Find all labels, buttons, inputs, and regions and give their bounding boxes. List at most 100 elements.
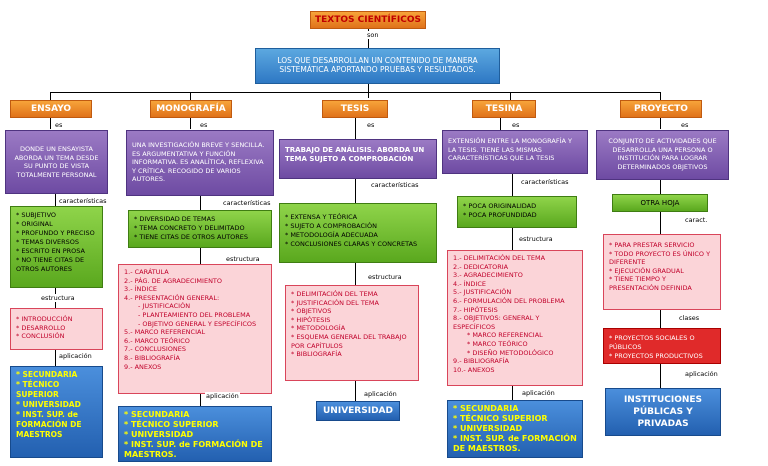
ensayo-es: es <box>54 121 64 129</box>
list-item: * METODOLOGÍA <box>291 324 346 333</box>
list-item: 9.- ANEXOS <box>124 362 162 371</box>
list-item: 5.- JUSTIFICACIÓN <box>453 288 512 297</box>
list-item: - JUSTIFICACIÓN <box>138 302 191 311</box>
list-item: * SECUNDARIA <box>124 410 190 419</box>
list-item: * PROYECTOS SOCIALES O PÚBLICOS <box>609 334 695 351</box>
monografia-es: es <box>199 121 209 129</box>
monografia-header: MONOGRAFÍA <box>150 100 232 118</box>
list-item: - OBJETIVO GENERAL Y ESPECÍFICOS <box>138 319 257 328</box>
list-item: * SUJETO A COMPROBACIÓN <box>285 222 377 230</box>
list-item: * POCA ORIGINALIDAD <box>463 202 537 210</box>
list-item: * SUBJETIVO <box>16 211 57 219</box>
list-item: * INST. SUP. de FORMACIÓN DE MAESTROS <box>16 410 82 439</box>
tesis-es: es <box>366 121 376 129</box>
list-item: * DIVERSIDAD DE TEMAS <box>134 215 216 223</box>
list-item: * UNIVERSIDAD <box>124 430 194 439</box>
list-item: * DISEÑO METODOLÓGICO <box>467 348 554 357</box>
list-item: * SECUNDARIA <box>453 404 519 413</box>
list-item: * PROFUNDO Y PRECISO <box>16 229 95 237</box>
proyecto-header: PROYECTO <box>620 100 702 118</box>
list-item: 5.- MARCO REFERENCIAL <box>124 328 206 337</box>
list-item: * TIENE TIEMPO Y PRESENTACIÓN DEFINIDA <box>609 275 692 292</box>
list-item: 6.- FORMULACIÓN DEL PROBLEMA <box>453 296 565 305</box>
list-item: * INTRODUCCIÓN <box>16 315 73 323</box>
monografia-estructura-connector: estructura <box>225 255 261 263</box>
ensayo-header: ENSAYO <box>10 100 92 118</box>
list-item: 4.- ÍNDICE <box>453 279 486 288</box>
list-item: * TÉCNICO SUPERIOR <box>124 420 219 429</box>
proyecto-es: es <box>680 121 690 129</box>
ensayo-estructura: * INTRODUCCIÓN* DESARROLLO* CONCLUSIÓN <box>10 308 103 350</box>
tesina-estructura-connector: estructura <box>518 235 554 243</box>
definition-box: LOS QUE DESARROLLAN UN CONTENIDO DE MANE… <box>255 48 500 84</box>
list-item: * METODOLOGÍA ADECUADA <box>285 231 378 239</box>
monografia-caracteristicas: * DIVERSIDAD DE TEMAS* TEMA CONCRETO Y D… <box>128 210 272 248</box>
list-item: * UNIVERSIDAD <box>16 400 81 409</box>
list-item: * TODO PROYECTO ES ÚNICO Y DIFERENTE <box>609 249 711 267</box>
list-item: - PLANTEAMIENTO DEL PROBLEMA <box>138 310 251 319</box>
ensayo-aplicacion: * SECUNDARIA* TÉCNICO SUPERIOR* UNIVERSI… <box>10 366 103 458</box>
ensayo-definition: DONDE UN ENSAYISTA ABORDA UN TEMA DESDE … <box>5 130 108 194</box>
list-item: * TÉCNICO SUPERIOR <box>16 380 60 399</box>
list-item: 9.- BIBLIOGRAFÍA <box>453 357 509 366</box>
list-item: * CONCLUSIONES CLARAS Y CONCRETAS <box>285 240 418 248</box>
list-item: * DESARROLLO <box>16 323 66 332</box>
list-item: * TEMA CONCRETO Y DELIMITADO <box>134 224 245 232</box>
ensayo-estructura-connector: estructura <box>40 294 76 302</box>
list-item: * EJECUCIÓN GRADUAL <box>609 266 684 275</box>
list-item: * PROYECTOS PRODUCTIVOS <box>609 352 703 360</box>
tesina-caracteristicas: * POCA ORIGINALIDAD* POCA PROFUNDIDAD <box>457 196 577 228</box>
list-item: * SECUNDARIA <box>16 370 78 379</box>
tesis-caract-connector: características <box>370 181 420 189</box>
list-item: * JUSTIFICACIÓN DEL TEMA <box>291 298 379 307</box>
proyecto-clases: * PROYECTOS SOCIALES O PÚBLICOS* PROYECT… <box>603 328 721 364</box>
list-item: * BIBLIOGRAFÍA <box>291 350 342 359</box>
list-item: 7.- CONCLUSIONES <box>124 345 186 354</box>
proyecto-aplicacion: INSTITUCIONES PÚBLICAS Y PRIVADAS <box>605 388 721 436</box>
tesina-header: TESINA <box>472 100 536 118</box>
tesina-definition: EXTENSIÓN ENTRE LA MONOGRAFÍA Y LA TESIS… <box>442 130 588 174</box>
list-item: * PARA PRESTAR SERVICIO <box>609 241 695 249</box>
list-item: * CONCLUSIÓN <box>16 332 65 341</box>
list-item: * NO TIENE CITAS DE OTROS AUTORES <box>16 256 85 273</box>
list-item: * INST. SUP. de FORMACIÓN DE MAESTROS. <box>453 434 577 453</box>
list-item: 8.- BIBLIOGRAFÍA <box>124 353 180 362</box>
tesis-aplicacion: UNIVERSIDAD <box>316 401 400 421</box>
tesis-aplicacion-connector: aplicación <box>363 390 398 398</box>
proyecto-caract-connector: caract. <box>684 216 709 224</box>
list-item: 6.- MARCO TEÓRICO <box>124 336 190 345</box>
list-item: * ESQUEMA GENERAL DEL TRABAJO POR CAPÍTU… <box>291 332 407 350</box>
list-item: * OBJETIVOS <box>291 307 332 316</box>
list-item: 3.- ÍNDICE <box>124 285 157 294</box>
list-item: * POCA PROFUNDIDAD <box>463 211 537 219</box>
list-item: 10.- ANEXOS <box>453 365 495 374</box>
list-item: * DELIMITACIÓN DEL TEMA <box>291 290 378 298</box>
proyecto-otra-hoja: OTRA HOJA <box>612 194 708 212</box>
son-connector: son <box>366 31 380 39</box>
list-item: * EXTENSA Y TEÓRICA <box>285 213 358 221</box>
proyecto-aplicacion-connector: aplicación <box>684 370 719 378</box>
monografia-caract-connector: características <box>222 199 272 207</box>
ensayo-caract-connector: características <box>58 197 108 205</box>
list-item: * MARCO REFERENCIAL <box>467 331 543 340</box>
list-item: * HIPÓTESIS <box>291 315 331 324</box>
list-item: 7.- HIPÓTESIS <box>453 305 498 314</box>
list-item: * MARCO TEÓRICO <box>467 339 528 348</box>
list-item: 4.- PRESENTACIÓN GENERAL: <box>124 293 220 302</box>
tesina-caract-connector: características <box>520 178 570 186</box>
tesis-estructura: * DELIMITACIÓN DEL TEMA* JUSTIFICACIÓN D… <box>285 285 419 381</box>
tesis-definition: TRABAJO DE ANÁLISIS. ABORDA UN TEMA SUJE… <box>279 139 437 179</box>
monografia-aplicacion: * SECUNDARIA* TÉCNICO SUPERIOR* UNIVERSI… <box>118 406 272 462</box>
tesina-aplicacion-connector: aplicación <box>521 389 556 397</box>
tesis-header: TESIS <box>322 100 388 118</box>
tesis-caracteristicas: * EXTENSA Y TEÓRICA* SUJETO A COMPROBACI… <box>279 203 437 263</box>
list-item: 8.- OBJETIVOS: GENERAL Y ESPECÍFICOS <box>453 314 540 331</box>
list-item: * TEMAS DIVERSOS <box>16 238 80 246</box>
list-item: * UNIVERSIDAD <box>453 424 523 433</box>
list-item: 2.- DEDICATORIA <box>453 262 509 271</box>
list-item: * TÉCNICO SUPERIOR <box>453 414 548 423</box>
monografia-definition: UNA INVESTIGACIÓN BREVE Y SENCILLA. ES A… <box>126 130 274 196</box>
ensayo-aplicacion-connector: aplicación <box>58 352 93 360</box>
